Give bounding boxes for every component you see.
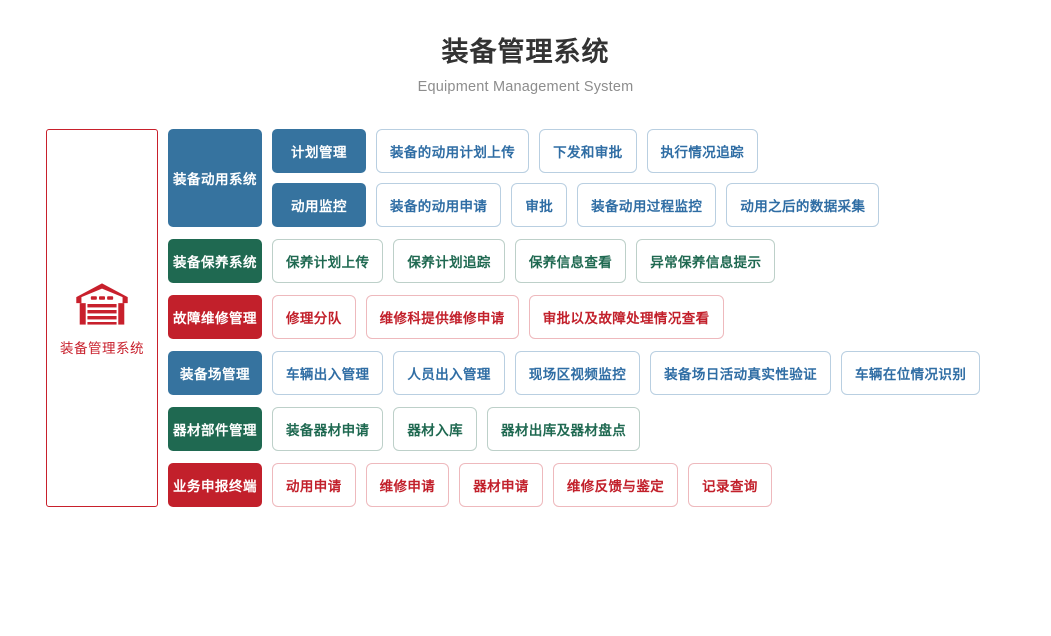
feature-node[interactable]: 异常保养信息提示 [636, 239, 776, 283]
feature-node[interactable]: 执行情况追踪 [646, 129, 759, 173]
subgroup-stack: 装备器材申请器材入库器材出库及器材盘点 [272, 407, 641, 451]
group-row: 故障维修管理修理分队维修科提供维修申请审批以及故障处理情况查看 [168, 295, 980, 339]
subgroup-row: 修理分队维修科提供维修申请审批以及故障处理情况查看 [272, 295, 724, 339]
feature-node[interactable]: 人员出入管理 [393, 351, 505, 395]
feature-node[interactable]: 动用之后的数据采集 [726, 183, 880, 227]
subgroup-row: 动用申请维修申请器材申请维修反馈与鉴定记录查询 [272, 463, 772, 507]
feature-node[interactable]: 保养信息查看 [514, 239, 627, 283]
page-header: 装备管理系统 Equipment Management System [0, 0, 1051, 95]
group-row: 装备场管理车辆出入管理人员出入管理现场区视频监控装备场日活动真实性验证车辆在位情… [168, 351, 981, 395]
feature-node[interactable]: 维修科提供维修申请 [365, 295, 519, 339]
page-title: 装备管理系统 [441, 37, 610, 67]
system-architecture-diagram: 装备管理系统 装备动用系统计划管理装备的动用计划上传下发和审批执行情况追踪动用监… [0, 118, 1051, 519]
feature-node[interactable]: 动用申请 [272, 463, 356, 507]
warehouse-icon [76, 282, 128, 325]
group-rows: 装备动用系统计划管理装备的动用计划上传下发和审批执行情况追踪动用监控装备的动用申… [168, 129, 981, 519]
subgroup-row: 保养计划上传保养计划追踪保养信息查看异常保养信息提示 [272, 239, 776, 283]
subgroup-stack: 动用申请维修申请器材申请维修反馈与鉴定记录查询 [272, 463, 772, 507]
feature-node[interactable]: 车辆出入管理 [272, 351, 384, 395]
page-subtitle: Equipment Management System [417, 78, 634, 95]
feature-node[interactable]: 装备的动用计划上传 [376, 129, 530, 173]
feature-node[interactable]: 下发和审批 [539, 129, 637, 173]
feature-node[interactable]: 器材入库 [393, 407, 478, 451]
group-row: 器材部件管理装备器材申请器材入库器材出库及器材盘点 [168, 407, 980, 451]
feature-node[interactable]: 维修反馈与鉴定 [552, 463, 679, 507]
subcategory-node[interactable]: 动用监控 [272, 183, 366, 227]
root-node-label: 装备管理系统 [60, 340, 144, 356]
category-node[interactable]: 装备动用系统 [168, 129, 262, 227]
feature-node[interactable]: 装备器材申请 [272, 407, 384, 451]
group-row: 业务申报终端动用申请维修申请器材申请维修反馈与鉴定记录查询 [168, 463, 980, 507]
feature-node[interactable]: 保养计划追踪 [393, 239, 505, 283]
feature-node[interactable]: 车辆在位情况识别 [841, 351, 981, 395]
feature-node[interactable]: 装备场日活动真实性验证 [650, 351, 832, 395]
feature-node[interactable]: 审批 [511, 183, 568, 227]
feature-node[interactable]: 装备动用过程监控 [577, 183, 717, 227]
subgroup-stack: 修理分队维修科提供维修申请审批以及故障处理情况查看 [272, 295, 724, 339]
subgroup-stack: 计划管理装备的动用计划上传下发和审批执行情况追踪动用监控装备的动用申请审批装备动… [272, 129, 880, 227]
subgroup-row: 装备器材申请器材入库器材出库及器材盘点 [272, 407, 641, 451]
subcategory-node[interactable]: 计划管理 [272, 129, 366, 173]
group-row: 装备保养系统保养计划上传保养计划追踪保养信息查看异常保养信息提示 [168, 239, 980, 283]
category-node[interactable]: 业务申报终端 [168, 463, 262, 507]
feature-node[interactable]: 现场区视频监控 [514, 351, 641, 395]
category-node[interactable]: 故障维修管理 [168, 295, 262, 339]
category-node[interactable]: 装备保养系统 [168, 239, 262, 283]
feature-node[interactable]: 保养计划上传 [272, 239, 384, 283]
feature-node[interactable]: 记录查询 [688, 463, 772, 507]
feature-node[interactable]: 修理分队 [272, 295, 356, 339]
subgroup-row: 车辆出入管理人员出入管理现场区视频监控装备场日活动真实性验证车辆在位情况识别 [272, 351, 981, 395]
subgroup-stack: 车辆出入管理人员出入管理现场区视频监控装备场日活动真实性验证车辆在位情况识别 [272, 351, 981, 395]
group-row: 装备动用系统计划管理装备的动用计划上传下发和审批执行情况追踪动用监控装备的动用申… [168, 129, 980, 227]
feature-node[interactable]: 器材出库及器材盘点 [487, 407, 641, 451]
category-node[interactable]: 装备场管理 [168, 351, 262, 395]
root-node-panel[interactable]: 装备管理系统 [46, 129, 158, 507]
subgroup-row: 动用监控装备的动用申请审批装备动用过程监控动用之后的数据采集 [272, 183, 880, 227]
subgroup-row: 计划管理装备的动用计划上传下发和审批执行情况追踪 [272, 129, 879, 173]
feature-node[interactable]: 审批以及故障处理情况查看 [528, 295, 724, 339]
feature-node[interactable]: 维修申请 [365, 463, 450, 507]
category-node[interactable]: 器材部件管理 [168, 407, 262, 451]
subgroup-stack: 保养计划上传保养计划追踪保养信息查看异常保养信息提示 [272, 239, 776, 283]
feature-node[interactable]: 装备的动用申请 [376, 183, 502, 227]
feature-node[interactable]: 器材申请 [459, 463, 543, 507]
